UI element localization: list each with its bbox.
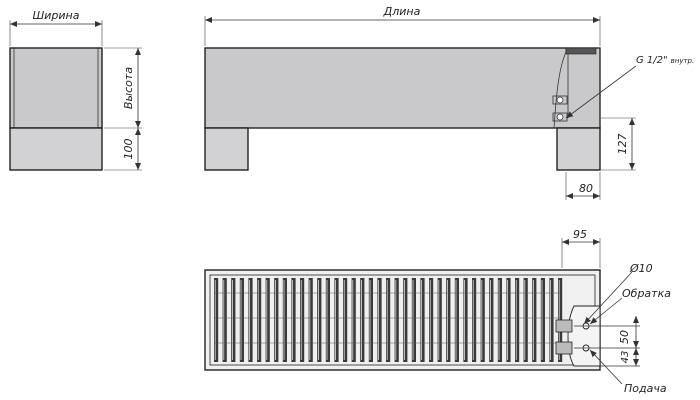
spacing-43-dimension: 43 xyxy=(620,351,631,364)
grille-slat xyxy=(300,278,305,362)
front-view-body xyxy=(9,47,103,129)
grille-slat xyxy=(480,278,485,362)
side-view-right-foot xyxy=(556,127,601,171)
grille-slat xyxy=(437,278,442,362)
top-view-connection-area xyxy=(567,305,601,367)
offset-dimension: 95 xyxy=(573,228,587,241)
grille-slat xyxy=(523,278,528,362)
grille-slat xyxy=(549,278,554,362)
thread-suffix: внутр. xyxy=(671,57,695,65)
grille-slat xyxy=(463,278,468,362)
width-label: Ширина xyxy=(33,9,80,22)
grille xyxy=(214,278,563,362)
return-label: Обратка xyxy=(622,287,671,300)
grille-slat xyxy=(291,278,296,362)
side-view-left-foot xyxy=(204,127,249,171)
grille-slat xyxy=(377,278,382,362)
top-view: 95 Ø10 Обратка Подача 50 43 xyxy=(204,228,671,395)
grille-slat xyxy=(274,278,279,362)
grille-slat xyxy=(334,278,339,362)
grille-slat xyxy=(472,278,477,362)
grille-slat xyxy=(368,278,373,362)
front-view-base xyxy=(9,127,103,171)
diameter-label: Ø10 xyxy=(629,262,653,275)
grille-slat xyxy=(489,278,494,362)
grille-slat xyxy=(343,278,348,362)
grille-slat xyxy=(506,278,511,362)
grille-slat xyxy=(446,278,451,362)
grille-slat xyxy=(257,278,262,362)
grille-slat xyxy=(265,278,270,362)
grille-slat xyxy=(532,278,537,362)
front-view: Ширина Высота 100 xyxy=(9,9,142,171)
grille-slat xyxy=(403,278,408,362)
grille-slat xyxy=(411,278,416,362)
height-label: Высота xyxy=(122,67,135,109)
supply-label: Подача xyxy=(624,382,667,395)
grille-slat xyxy=(420,278,425,362)
grille-slat xyxy=(351,278,356,362)
length-label: Длина xyxy=(383,5,421,18)
grille-slat xyxy=(325,278,330,362)
grille-slat xyxy=(282,278,287,362)
base-height-dimension: 100 xyxy=(122,139,135,160)
spacing-50-dimension: 50 xyxy=(618,330,631,344)
pipe-height-dimension: 127 xyxy=(616,134,629,155)
grille-slat xyxy=(222,278,227,362)
grille-slat xyxy=(497,278,502,362)
thread-label: G 1/2"внутр. xyxy=(636,55,694,66)
side-view: Длина G 1/2"внутр. 127 80 xyxy=(204,5,694,200)
grille-slat xyxy=(454,278,459,362)
grille-slat xyxy=(540,278,545,362)
grille-slat xyxy=(317,278,322,362)
grille-slat xyxy=(515,278,520,362)
grille-slat xyxy=(239,278,244,362)
grille-slat xyxy=(248,278,253,362)
top-view-frame xyxy=(204,269,601,371)
grille-slat xyxy=(308,278,313,362)
grille-slat xyxy=(386,278,391,362)
grille-slat xyxy=(394,278,399,362)
grille-slat xyxy=(360,278,365,362)
side-view-body xyxy=(204,47,601,129)
grille-slat xyxy=(214,278,219,362)
foot-width-dimension: 80 xyxy=(579,182,593,195)
grille-slat xyxy=(231,278,236,362)
grille-slat xyxy=(429,278,434,362)
